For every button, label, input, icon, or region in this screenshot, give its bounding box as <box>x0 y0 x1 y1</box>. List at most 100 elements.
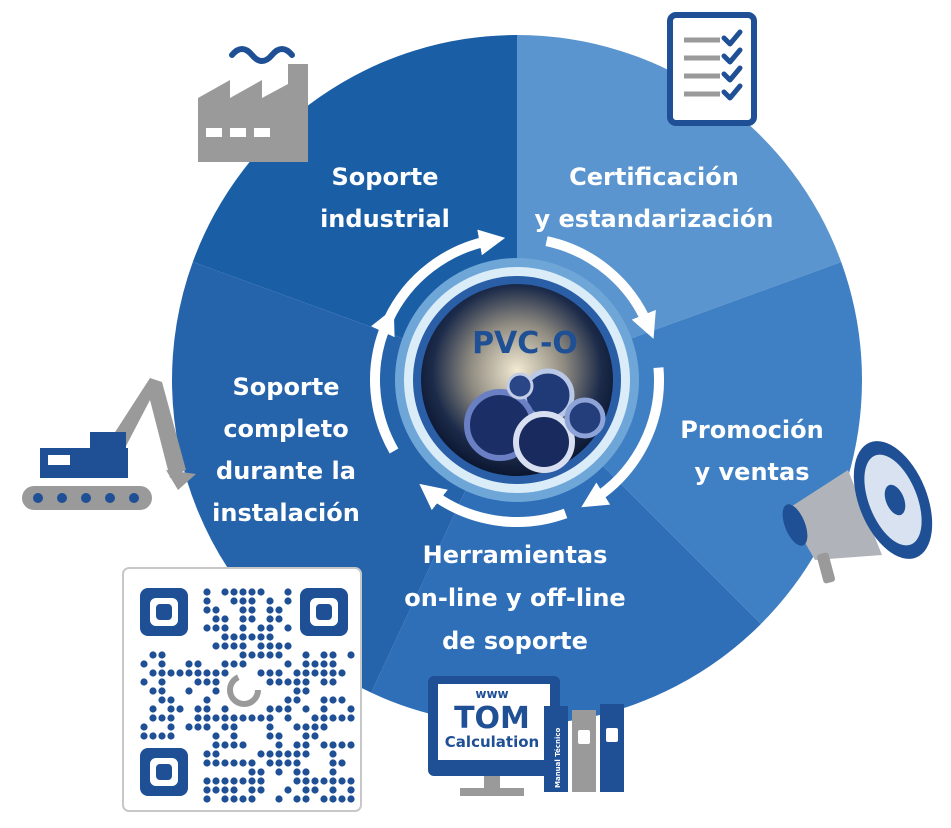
qr-dot <box>185 687 193 695</box>
qr-dot <box>149 651 157 659</box>
qr-dot <box>203 786 211 794</box>
qr-dot <box>320 723 328 731</box>
qr-dot <box>311 786 319 794</box>
qr-dot <box>257 633 265 641</box>
qr-dot <box>248 588 256 596</box>
qr-dot <box>275 606 283 614</box>
qr-dot <box>338 714 346 722</box>
qr-dot <box>230 732 238 740</box>
computer-binders-icon: www TOM Calculation Manual Técnico <box>428 676 624 796</box>
qr-dot <box>149 714 157 722</box>
qr-dot <box>311 714 319 722</box>
qr-dot <box>266 723 274 731</box>
qr-dot <box>149 705 157 713</box>
checklist-icon <box>667 12 757 126</box>
excavator-icon <box>22 378 196 510</box>
qr-dot <box>329 678 337 686</box>
tom-logo: TOM <box>454 701 530 736</box>
www-text: www <box>475 687 508 701</box>
qr-dot <box>284 705 292 713</box>
label-line: Certificación <box>569 163 739 191</box>
qr-dot <box>239 777 247 785</box>
qr-dot <box>158 660 166 668</box>
qr-dot <box>329 786 337 794</box>
qr-dot <box>329 777 337 785</box>
qr-dot <box>329 669 337 677</box>
qr-dot <box>266 597 274 605</box>
qr-dot <box>257 651 265 659</box>
qr-dot <box>347 777 355 785</box>
qr-dot <box>266 705 274 713</box>
qr-dot <box>293 678 301 686</box>
qr-dot <box>302 732 310 740</box>
qr-dot <box>158 687 166 695</box>
cycle-arrow <box>545 236 656 339</box>
qr-dot <box>230 714 238 722</box>
qr-dot <box>203 777 211 785</box>
qr-dot <box>185 660 193 668</box>
cycle-arrows <box>370 229 664 527</box>
qr-dot <box>293 741 301 749</box>
qr-dot <box>212 732 220 740</box>
qr-dot <box>302 651 310 659</box>
qr-dot <box>203 705 211 713</box>
qr-dot <box>248 606 256 614</box>
qr-dot <box>284 588 292 596</box>
qr-dot <box>203 750 211 758</box>
qr-dot <box>338 777 346 785</box>
qr-dot <box>338 795 346 803</box>
qr-dot <box>158 732 166 740</box>
qr-dot <box>293 669 301 677</box>
segment-label-herramientas: Herramientas on-line y off-line de sopor… <box>404 541 625 655</box>
qr-dot <box>302 750 310 758</box>
label-line: industrial <box>320 205 450 233</box>
qr-dot <box>347 714 355 722</box>
qr-dot <box>221 660 229 668</box>
qr-dot <box>221 633 229 641</box>
qr-dot <box>194 660 202 668</box>
megaphone-icon <box>782 441 933 584</box>
qr-dot <box>320 705 328 713</box>
qr-dot <box>320 777 328 785</box>
qr-dot <box>203 759 211 767</box>
label-line: durante la <box>216 457 356 485</box>
qr-dot <box>248 768 256 776</box>
qr-dot <box>347 786 355 794</box>
qr-dot <box>257 624 265 632</box>
qr-dot <box>203 606 211 614</box>
qr-dot <box>194 705 202 713</box>
qr-dot <box>284 714 292 722</box>
label-line: Soporte <box>331 163 438 191</box>
qr-dot <box>248 615 256 623</box>
qr-dot <box>320 669 328 677</box>
segment-label-instalacion: Soporte completo durante la instalación <box>212 373 360 527</box>
qr-dot <box>248 651 256 659</box>
qr-dot <box>239 588 247 596</box>
cycle-arrow <box>581 367 664 508</box>
qr-dot <box>347 795 355 803</box>
qr-dot <box>149 732 157 740</box>
qr-dot <box>140 678 148 686</box>
qr-dot <box>230 633 238 641</box>
qr-dot <box>275 642 283 650</box>
qr-dot <box>293 777 301 785</box>
qr-dot <box>167 732 175 740</box>
qr-dot <box>257 669 265 677</box>
qr-dot <box>239 660 247 668</box>
qr-dot <box>212 759 220 767</box>
qr-dot <box>302 786 310 794</box>
qr-dot <box>284 624 292 632</box>
label-line: instalación <box>212 499 360 527</box>
label-line: completo <box>223 415 348 443</box>
qr-dot <box>239 759 247 767</box>
qr-dot <box>329 768 337 776</box>
pipe-bundle-icon <box>464 368 606 473</box>
qr-dot <box>275 750 283 758</box>
qr-dot <box>230 588 238 596</box>
qr-dot <box>302 660 310 668</box>
qr-dot <box>221 615 229 623</box>
qr-dot <box>194 714 202 722</box>
label-line: Promoción <box>680 416 823 444</box>
qr-dot <box>212 750 220 758</box>
qr-dot <box>329 741 337 749</box>
